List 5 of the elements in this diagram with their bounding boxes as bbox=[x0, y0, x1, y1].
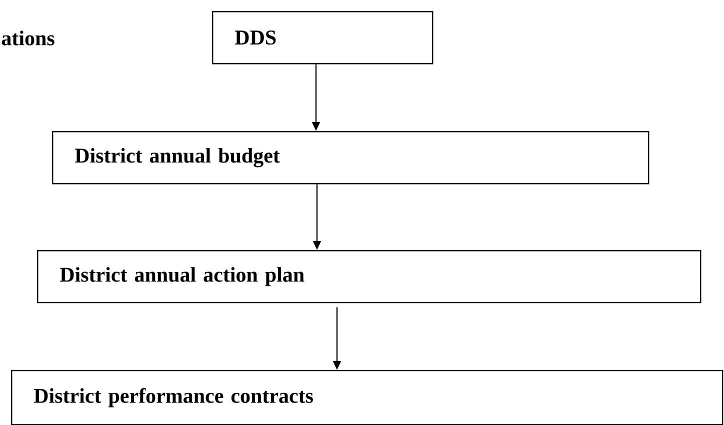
process-box: District annual budget bbox=[52, 131, 650, 184]
process-box: DDS bbox=[212, 11, 434, 64]
process-box: District performance contracts bbox=[11, 370, 724, 425]
heading-fragment: ations bbox=[2, 30, 54, 46]
process-box: District annual action plan bbox=[37, 250, 702, 304]
